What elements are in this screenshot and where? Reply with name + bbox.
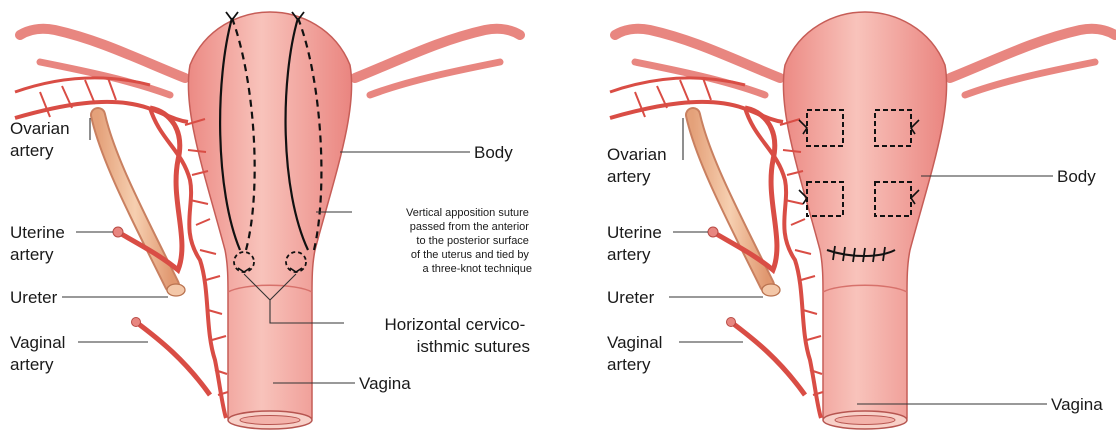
right-uterus-anatomy (610, 12, 1115, 429)
right-vagina-label: Vagina (1051, 395, 1103, 414)
right-ovarian-artery-label: Ovarian artery (607, 145, 671, 186)
right-ureter-label: Ureter (607, 288, 655, 307)
right-body-label: Body (1057, 167, 1096, 186)
horizontal-sutures-label: Horizontal cervico- isthmic sutures (385, 315, 531, 356)
body-label: Body (474, 143, 513, 162)
ovarian-artery-label: Ovarian artery (10, 119, 74, 160)
uterine-artery-label: Uterine artery (10, 223, 70, 264)
right-panel: Ovarian artery Uterine artery Ureter Vag… (607, 12, 1115, 429)
vagina-label: Vagina (359, 374, 411, 393)
right-uterine-artery-label: Uterine artery (607, 223, 667, 264)
ureter-label: Ureter (10, 288, 58, 307)
vertical-suture-label: Vertical apposition suture passed from t… (406, 207, 532, 275)
vaginal-artery-label: Vaginal artery (10, 333, 70, 374)
right-vaginal-artery-label: Vaginal artery (607, 333, 667, 374)
left-panel: Ovarian artery Uterine artery Ureter Vag… (10, 12, 532, 429)
